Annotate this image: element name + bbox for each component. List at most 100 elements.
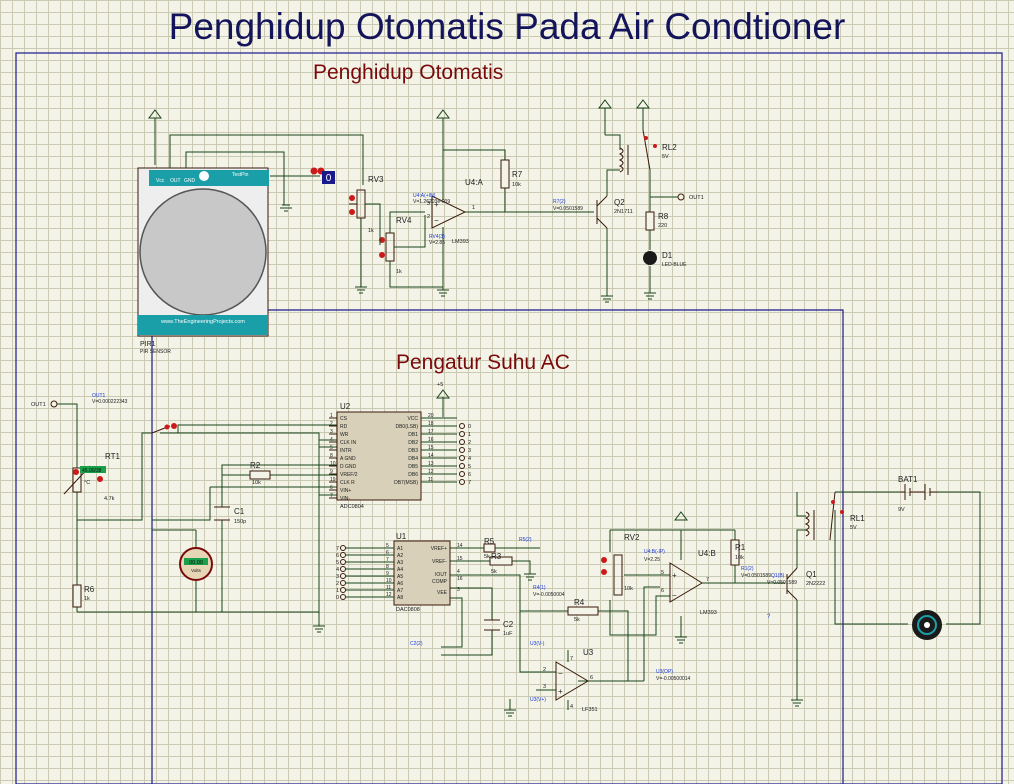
u1-bus-terminal[interactable] (340, 545, 346, 551)
u1-pin-name: A4 (397, 567, 403, 573)
pir-sensor[interactable]: Vcc OUT GND TestPin www.TheEngineeringPr… (137, 167, 269, 355)
u2-pin-number: 12 (428, 469, 434, 475)
u4b-minus-sign: − (672, 591, 677, 600)
u2-pin-name: DB7(MSB) (394, 480, 418, 486)
input-switch[interactable] (151, 423, 177, 434)
r5-resistor[interactable]: R5 5k (483, 537, 496, 560)
d1-part: LED-BLUE (662, 262, 687, 268)
u2-bus-label: 6 (468, 472, 471, 478)
u1-bus-terminal[interactable] (340, 559, 346, 565)
u1-pin-name: VREF+ (431, 546, 447, 552)
rl2-relay[interactable]: RL2 5V (618, 129, 677, 175)
u1-pin-number: 6 (386, 550, 389, 556)
u2-pin-name: DB6 (408, 472, 418, 478)
u3-opamp[interactable]: − + U3 LF351 2 3 6 7 4 (543, 648, 598, 713)
u1-bus-label: 5 (336, 560, 339, 566)
u2-bus-label: 5 (468, 464, 471, 470)
u4b-probe-value: V=2.25 (644, 557, 660, 563)
u1-bus-terminal[interactable] (340, 580, 346, 586)
rt1-value: 4.7k (104, 496, 115, 502)
bat1-battery[interactable]: BAT1 9V (898, 475, 938, 513)
u2-ref: U2 (340, 402, 351, 411)
u2-bus-terminal[interactable] (459, 455, 465, 461)
rt1-temp-display (80, 466, 106, 473)
u2-bus-terminal[interactable] (459, 423, 465, 429)
u2-bus-terminal[interactable] (459, 439, 465, 445)
u1-pin-number: 10 (386, 578, 392, 584)
u3-part: LF351 (582, 707, 598, 713)
u2-bus-terminal[interactable] (459, 471, 465, 477)
u4a-comparator[interactable]: + − U4:A LM393 3 2 1 U4:A(+IN) V=1.26203… (413, 178, 483, 246)
c2-capacitor[interactable]: C2 1uF (484, 619, 514, 637)
u2-pin-name: WR (340, 432, 349, 438)
d1-led[interactable]: D1 LED-BLUE (643, 251, 687, 268)
u2-pin-name: VIN- (340, 496, 350, 502)
voltmeter[interactable]: 00.00 Volts (179, 547, 213, 581)
out1-input-terminal[interactable] (50, 400, 58, 408)
u2-pin-name: CLK R (340, 480, 355, 486)
u2-pin-name: INTR (340, 448, 352, 454)
logic-probe-dot[interactable] (310, 167, 318, 175)
r4-resistor[interactable]: R4 5k (567, 598, 599, 623)
r3-resistor[interactable]: R3 5k (489, 552, 513, 575)
pir-test-button[interactable] (199, 171, 209, 181)
c1-value: 150p (234, 519, 246, 525)
u2-bus-terminal[interactable] (459, 479, 465, 485)
u2-bus-terminal[interactable] (459, 431, 465, 437)
u4a-pin-minus: 2 (427, 214, 430, 220)
bottom-wires (57, 397, 981, 717)
bat1-ref: BAT1 (898, 475, 918, 484)
r1-resistor[interactable]: R1 10k (730, 539, 746, 566)
u1-pin-number: 3 (457, 587, 460, 593)
fan-motor-icon[interactable] (912, 610, 942, 640)
r8-resistor[interactable]: R8 220 (645, 211, 669, 231)
u2-pin-number: 3 (330, 429, 333, 435)
u1-bus-terminal[interactable] (340, 587, 346, 593)
u3-pin-v-bot: 4 (570, 704, 573, 710)
logic-state-value: 0 (326, 173, 332, 184)
u1-bus-label: 4 (336, 567, 339, 573)
rv4-potentiometer[interactable]: RV4 1k (379, 216, 412, 275)
r6-resistor[interactable]: R6 1k (72, 584, 95, 608)
pir-header (149, 170, 269, 186)
u3-probe-minus: U3(V-) (530, 641, 545, 647)
out1-probe-label: OUT1 (92, 393, 106, 399)
rl1-relay[interactable]: RL1 5V (804, 491, 865, 541)
u1-pin-name: A2 (397, 553, 403, 559)
q1-part: 2N2222 (806, 581, 825, 587)
u1-bus-terminal[interactable] (340, 566, 346, 572)
u2-pin-number: 9 (330, 469, 333, 475)
rt1-thermistor[interactable]: RT1 45.00/38 °C 4.7k (63, 452, 121, 502)
u4b-pin-plus: 5 (661, 570, 664, 576)
logic-state-box[interactable] (322, 171, 335, 184)
sheet-borders (15, 52, 1003, 784)
rv2-potentiometer[interactable]: RV2 10k (601, 533, 640, 596)
c1-capacitor[interactable]: C1 150p (214, 506, 246, 525)
u1-pin-number: 9 (386, 571, 389, 577)
c2-probe-label: C2(2) (410, 641, 423, 647)
u2-bus-terminal[interactable] (459, 447, 465, 453)
u1-pin-name: A1 (397, 546, 403, 552)
q2-transistor[interactable]: Q2 2N1711 (596, 195, 633, 229)
u1-ref: U1 (396, 532, 407, 541)
u2-pin-number: 5 (330, 445, 333, 451)
u1-bus-terminal[interactable] (340, 573, 346, 579)
u2-pin-name: VREF/2 (340, 472, 358, 478)
u2-bus-label: 2 (468, 440, 471, 446)
u2-pin-name: VIN+ (340, 488, 351, 494)
r2-ref: R2 (250, 461, 261, 470)
out1-terminal[interactable] (677, 193, 685, 201)
u2-bus-terminal[interactable] (459, 463, 465, 469)
u1-bus-terminal[interactable] (340, 594, 346, 600)
r2-resistor[interactable]: R2 10k (249, 461, 271, 486)
r7-resistor[interactable]: R7 10k (500, 159, 523, 189)
q1-transistor[interactable]: Q1 2N2222 (786, 567, 825, 601)
u1-bus-terminal[interactable] (340, 552, 346, 558)
u2-pin-name: D GND (340, 464, 357, 470)
u2-pin-number: 2 (330, 421, 333, 427)
rt1-unit: °C (84, 480, 90, 486)
u2-pin-number: 7 (330, 493, 333, 499)
u4b-comparator[interactable]: + − U4:B LM393 5 6 7 (661, 549, 717, 616)
